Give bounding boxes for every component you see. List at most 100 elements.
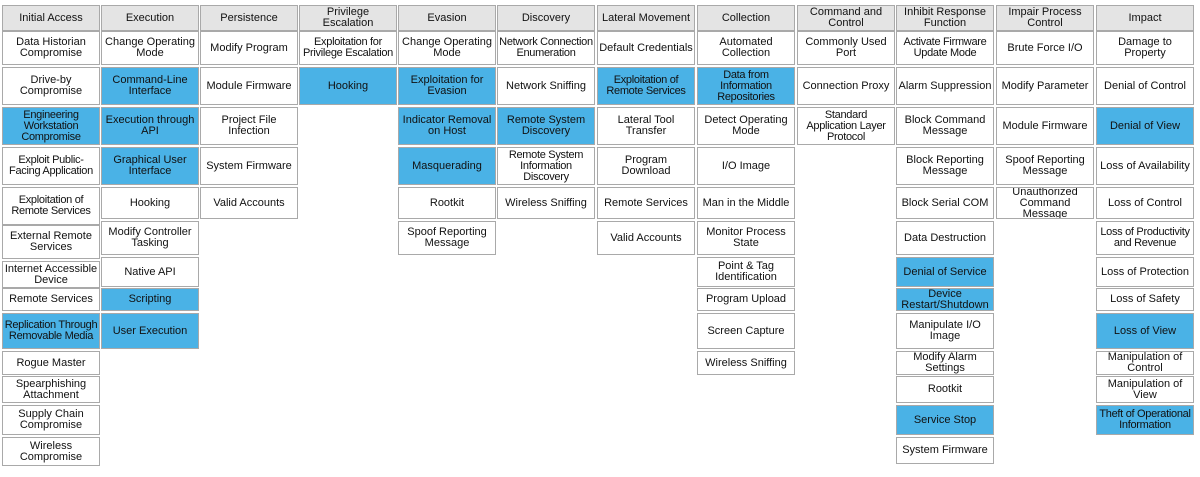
technique-cell: Engineering Workstation Compromise xyxy=(2,107,100,145)
technique-cell: Connection Proxy xyxy=(797,67,895,105)
technique-cell: Monitor Process State xyxy=(697,221,795,255)
technique-cell: Program Upload xyxy=(697,288,795,311)
tactic-header-initial-access: Initial Access xyxy=(2,5,100,31)
tactic-header-persistence: Persistence xyxy=(200,5,298,31)
technique-cell: Exploit Public-Facing Application xyxy=(2,147,100,185)
technique-cell: Valid Accounts xyxy=(597,221,695,255)
technique-cell: Project File Infection xyxy=(200,107,298,145)
technique-cell: Activate Firmware Update Mode xyxy=(896,31,994,65)
technique-cell: Denial of Control xyxy=(1096,67,1194,105)
technique-cell: Point & Tag Identification xyxy=(697,257,795,287)
technique-cell: Modify Alarm Settings xyxy=(896,351,994,375)
technique-cell: Module Firmware xyxy=(996,107,1094,145)
technique-cell: Masquerading xyxy=(398,147,496,185)
technique-cell: Manipulate I/O Image xyxy=(896,313,994,349)
technique-cell: Damage to Property xyxy=(1096,31,1194,65)
technique-cell: Wireless Compromise xyxy=(2,437,100,466)
technique-cell: Rogue Master xyxy=(2,351,100,375)
tactic-header-privilege-escalation: Privilege Escalation xyxy=(299,5,397,31)
technique-cell: Spearphishing Attachment xyxy=(2,376,100,403)
technique-cell: Loss of Protection xyxy=(1096,257,1194,287)
technique-cell: System Firmware xyxy=(896,437,994,464)
technique-cell: Execution through API xyxy=(101,107,199,145)
technique-cell: Man in the Middle xyxy=(697,187,795,219)
technique-cell: Spoof Reporting Message xyxy=(996,147,1094,185)
tactic-header-collection: Collection xyxy=(697,5,795,31)
technique-cell: User Execution xyxy=(101,313,199,349)
technique-cell: Manipulation of View xyxy=(1096,376,1194,403)
technique-cell: Loss of Control xyxy=(1096,187,1194,219)
technique-cell: Modify Controller Tasking xyxy=(101,221,199,255)
technique-cell: Hooking xyxy=(101,187,199,219)
technique-cell: Program Download xyxy=(597,147,695,185)
technique-cell: Denial of View xyxy=(1096,107,1194,145)
technique-cell: Service Stop xyxy=(896,405,994,435)
technique-cell: Native API xyxy=(101,257,199,287)
technique-cell: Data from Information Repositories xyxy=(697,67,795,105)
technique-cell: Loss of Availability xyxy=(1096,147,1194,185)
technique-cell: Standard Application Layer Protocol xyxy=(797,107,895,145)
technique-cell: Remote Services xyxy=(2,288,100,311)
technique-cell: Exploitation for Privilege Escalation xyxy=(299,31,397,65)
tactic-header-execution: Execution xyxy=(101,5,199,31)
technique-cell: Device Restart/Shutdown xyxy=(896,288,994,311)
technique-cell: System Firmware xyxy=(200,147,298,185)
technique-cell: Supply Chain Compromise xyxy=(2,405,100,435)
tactic-header-evasion: Evasion xyxy=(398,5,496,31)
technique-cell: Unauthorized Command Message xyxy=(996,187,1094,219)
technique-cell: Lateral Tool Transfer xyxy=(597,107,695,145)
technique-cell: Manipulation of Control xyxy=(1096,351,1194,375)
tactic-header-impact: Impact xyxy=(1096,5,1194,31)
technique-cell: Rootkit xyxy=(398,187,496,219)
technique-cell: Loss of View xyxy=(1096,313,1194,349)
technique-cell: Data Historian Compromise xyxy=(2,31,100,65)
technique-cell: Wireless Sniffing xyxy=(497,187,595,219)
technique-cell: Change Operating Mode xyxy=(101,31,199,65)
technique-cell: Drive-by Compromise xyxy=(2,67,100,105)
technique-cell: Loss of Safety xyxy=(1096,288,1194,311)
technique-cell: Change Operating Mode xyxy=(398,31,496,65)
technique-cell: Hooking xyxy=(299,67,397,105)
technique-cell: Loss of Productivity and Revenue xyxy=(1096,221,1194,255)
technique-cell: Remote Services xyxy=(597,187,695,219)
technique-cell: Network Sniffing xyxy=(497,67,595,105)
tactic-header-impair-process-control: Impair Process Control xyxy=(996,5,1094,31)
technique-cell: Brute Force I/O xyxy=(996,31,1094,65)
technique-cell: Detect Operating Mode xyxy=(697,107,795,145)
technique-cell: Screen Capture xyxy=(697,313,795,349)
technique-cell: Block Reporting Message xyxy=(896,147,994,185)
technique-cell: Rootkit xyxy=(896,376,994,403)
technique-cell: Alarm Suppression xyxy=(896,67,994,105)
technique-cell: Spoof Reporting Message xyxy=(398,221,496,255)
tactic-header-command-and-control: Command and Control xyxy=(797,5,895,31)
technique-cell: Valid Accounts xyxy=(200,187,298,219)
technique-cell: I/O Image xyxy=(697,147,795,185)
technique-cell: Block Serial COM xyxy=(896,187,994,219)
technique-cell: Modify Parameter xyxy=(996,67,1094,105)
technique-cell: Command-Line Interface xyxy=(101,67,199,105)
technique-cell: Denial of Service xyxy=(896,257,994,287)
technique-cell: Exploitation of Remote Services xyxy=(2,187,100,225)
technique-cell: Automated Collection xyxy=(697,31,795,65)
technique-cell: Theft of Operational Information xyxy=(1096,405,1194,435)
technique-cell: Commonly Used Port xyxy=(797,31,895,65)
technique-cell: Graphical User Interface xyxy=(101,147,199,185)
technique-cell: Internet Accessible Device xyxy=(2,261,100,288)
technique-cell: Indicator Removal on Host xyxy=(398,107,496,145)
technique-cell: Wireless Sniffing xyxy=(697,351,795,375)
technique-cell: Network Connection Enumeration xyxy=(497,31,595,65)
technique-cell: Data Destruction xyxy=(896,221,994,255)
technique-cell: Replication Through Removable Media xyxy=(2,313,100,349)
technique-cell: Block Command Message xyxy=(896,107,994,145)
tactic-header-lateral-movement: Lateral Movement xyxy=(597,5,695,31)
technique-cell: Scripting xyxy=(101,288,199,311)
tactic-header-inhibit-response-function: Inhibit Response Function xyxy=(896,5,994,31)
technique-cell: Remote System Discovery xyxy=(497,107,595,145)
technique-cell: Exploitation of Remote Services xyxy=(597,67,695,105)
technique-cell: Module Firmware xyxy=(200,67,298,105)
technique-cell: Default Credentials xyxy=(597,31,695,65)
technique-cell: Modify Program xyxy=(200,31,298,65)
technique-cell: Exploitation for Evasion xyxy=(398,67,496,105)
technique-cell: External Remote Services xyxy=(2,225,100,259)
